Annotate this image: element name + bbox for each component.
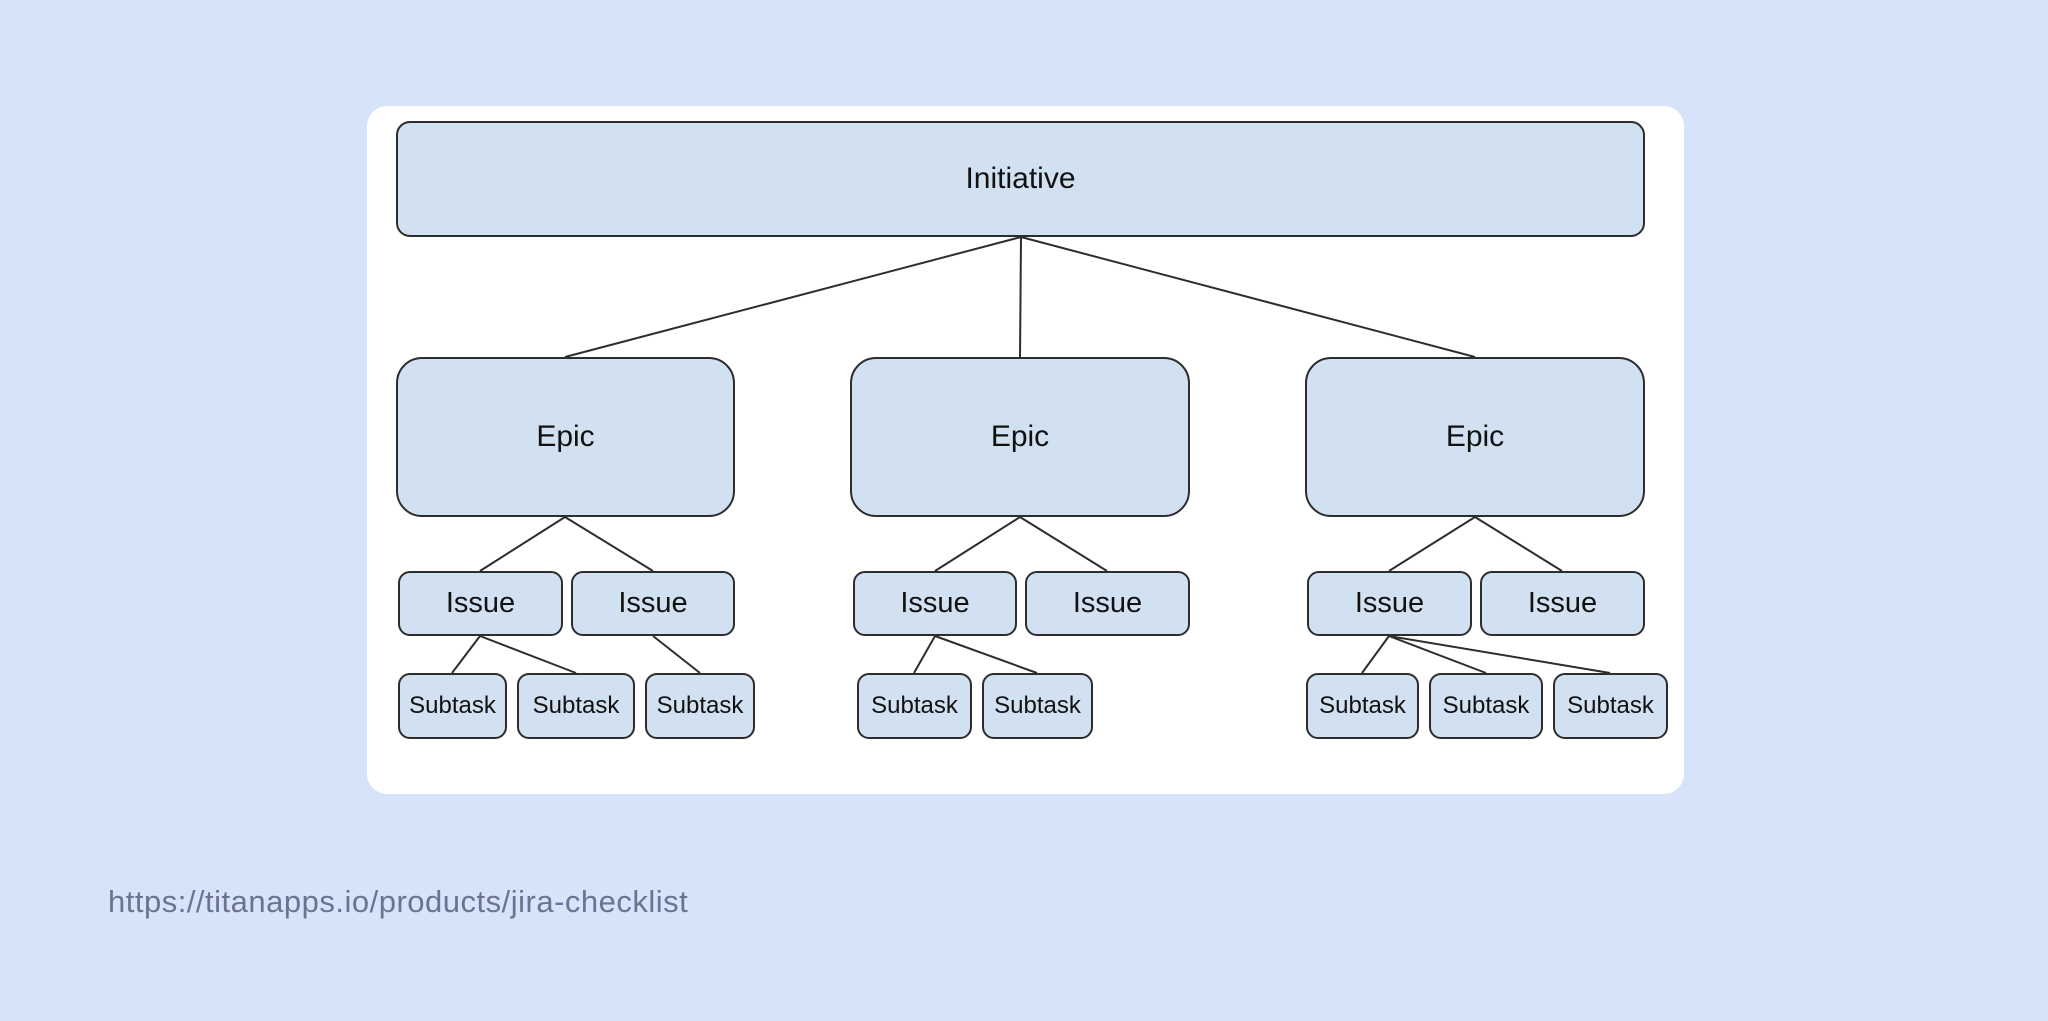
epic-node-3: Epic bbox=[1305, 357, 1645, 517]
subtask-node-3: Subtask bbox=[645, 673, 755, 739]
subtask-node-2: Subtask bbox=[517, 673, 635, 739]
subtask-label: Subtask bbox=[1567, 692, 1654, 719]
subtask-label: Subtask bbox=[409, 692, 496, 719]
epic-node-2: Epic bbox=[850, 357, 1190, 517]
issue-node-5: Issue bbox=[1307, 571, 1472, 636]
issue-node-2: Issue bbox=[571, 571, 735, 636]
issue-label: Issue bbox=[1527, 587, 1598, 619]
issue-node-1: Issue bbox=[398, 571, 563, 636]
epic-label: Epic bbox=[536, 420, 595, 453]
subtask-node-6: Subtask bbox=[1306, 673, 1419, 739]
issue-node-6: Issue bbox=[1480, 571, 1645, 636]
issue-label: Issue bbox=[445, 587, 516, 619]
subtask-node-4: Subtask bbox=[857, 673, 972, 739]
subtask-label: Subtask bbox=[532, 692, 620, 719]
initiative-label: Initiative bbox=[965, 162, 1076, 195]
issue-label: Issue bbox=[618, 587, 688, 619]
subtask-node-1: Subtask bbox=[398, 673, 507, 739]
issue-label: Issue bbox=[1072, 587, 1143, 619]
subtask-label: Subtask bbox=[1319, 692, 1406, 719]
issue-node-3: Issue bbox=[853, 571, 1017, 636]
epic-node-1: Epic bbox=[396, 357, 735, 517]
issue-label: Issue bbox=[900, 587, 970, 619]
issue-node-4: Issue bbox=[1025, 571, 1190, 636]
epic-label: Epic bbox=[1445, 420, 1505, 453]
subtask-node-5: Subtask bbox=[982, 673, 1093, 739]
issue-label: Issue bbox=[1354, 587, 1425, 619]
footer-url-text: https://titanapps.io/products/jira-check… bbox=[108, 884, 689, 919]
initiative-node: Initiative bbox=[396, 121, 1645, 237]
epic-label: Epic bbox=[990, 420, 1050, 453]
subtask-label: Subtask bbox=[994, 692, 1081, 719]
subtask-label: Subtask bbox=[871, 692, 958, 719]
subtask-label: Subtask bbox=[1442, 692, 1530, 719]
subtask-label: Subtask bbox=[656, 692, 744, 719]
subtask-node-8: Subtask bbox=[1553, 673, 1668, 739]
subtask-node-7: Subtask bbox=[1429, 673, 1543, 739]
diagram-card: Initiative Epic Epic Epic Issue Issue Is… bbox=[367, 106, 1684, 794]
